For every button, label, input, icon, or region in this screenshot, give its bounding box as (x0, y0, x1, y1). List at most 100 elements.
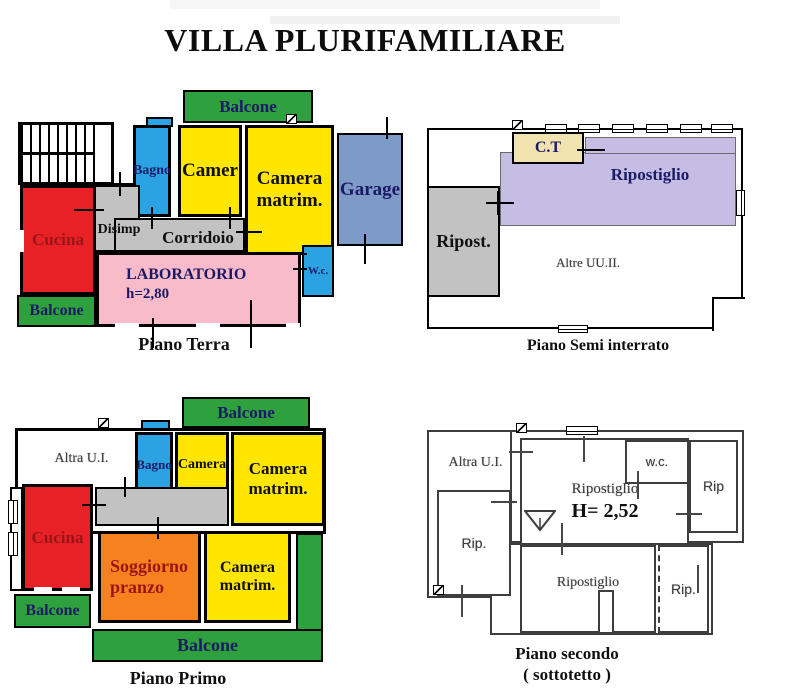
window-mark (612, 124, 634, 133)
room-label: Soggiorno pranzo (110, 556, 189, 597)
room-rip-bottom-right: Rip. (658, 545, 709, 633)
door-gap (115, 323, 139, 328)
room-rip-left: Rip. (437, 490, 511, 596)
window-mark (8, 532, 18, 556)
window-mark (680, 124, 702, 133)
dimension-tick (497, 191, 499, 215)
room-laboratorio (96, 252, 301, 327)
room-ripostiglio-fill-top (585, 137, 736, 154)
room-label: Rip. (671, 580, 696, 597)
dimension-tick (509, 451, 533, 453)
dimension-tick (637, 471, 639, 499)
door-gap (62, 587, 80, 593)
bagno-wall-tab (146, 117, 173, 127)
room-ripostiglio-fill (500, 152, 736, 226)
door-gap (286, 323, 300, 328)
room-cucina: Cucina (22, 484, 93, 591)
plan-caption-semi: Piano Semi interrato (526, 337, 670, 354)
room-label: Balcone (29, 301, 84, 319)
room-label: Balcone (25, 601, 80, 619)
altre-uu-label: Altre UU.II. (556, 255, 620, 270)
dimension-tick (577, 149, 605, 151)
room-soggiorno-pranzo: Soggiorno pranzo (98, 531, 201, 623)
building-outline-lower (490, 543, 713, 635)
room-label: Cucina (32, 230, 84, 250)
left-wall-strip (10, 487, 23, 591)
room-balcone-bottom: Balcone (92, 629, 323, 662)
dimension-tick (246, 221, 248, 243)
disimp-label: Disimp (97, 222, 141, 237)
balcone-right-strip (296, 533, 323, 662)
room-balcone-top: Balcone (183, 90, 313, 123)
laboratorio-height-label: h=2,80 (126, 286, 170, 302)
building-outline-left (427, 430, 512, 598)
dimension-tick (151, 207, 153, 229)
room-label: Camer (182, 160, 238, 182)
dimension-tick (561, 523, 563, 555)
door-gap (196, 323, 220, 328)
room-camera-matrim-bottom: Camera matrim. (204, 531, 291, 623)
window-mark (558, 325, 588, 333)
ripostiglio-label: Ripostiglio (610, 165, 690, 184)
dimension-tick (676, 513, 702, 515)
stair-landing-line (21, 151, 93, 155)
plan-caption-secondo-line1: Piano secondo (515, 644, 619, 663)
room-wc: W.c. (302, 245, 334, 297)
dimension-tick (157, 517, 159, 539)
room-label: W.c. (307, 264, 329, 277)
dimension-tick (293, 253, 307, 255)
window-mark (711, 124, 733, 133)
room-ct: C.T (512, 132, 584, 164)
height-label: H= 2,52 (571, 500, 639, 522)
altra-ui-label: Altra U.I. (448, 455, 503, 470)
window-mark (8, 500, 18, 524)
room-cucina: Cucina (20, 185, 96, 295)
room-label: Balcone (219, 96, 277, 116)
dimension-tick (486, 202, 514, 204)
room-camera-matrim: Camera matrim. (245, 125, 334, 255)
dimension-tick (697, 565, 699, 593)
dimension-tick (152, 318, 154, 348)
dimension-tick (229, 207, 231, 229)
room-label: Camera matrim. (256, 168, 323, 211)
dimension-tick (583, 436, 585, 462)
roof-hatch-icon (524, 510, 556, 532)
room-label: Ripost. (436, 231, 491, 252)
room-balcone-left: Balcone (14, 594, 91, 628)
dimension-tick (293, 268, 307, 270)
room-label: Camera (177, 457, 227, 473)
room-wc: w.c. (625, 440, 689, 484)
room-corridoio (114, 218, 245, 252)
room-camera: Camera (175, 432, 229, 499)
room-label: w.c. (645, 453, 669, 469)
corner-marker (286, 114, 297, 124)
corner-marker (512, 120, 523, 130)
corridoio-label: Corridoio (162, 228, 234, 247)
room-balcone-left: Balcone (17, 295, 96, 327)
plan-caption-secondo-line2: ( sottotetto ) (523, 665, 611, 684)
room-ripostiglio-bottom (520, 545, 656, 633)
room-bagno: Bagno (135, 432, 173, 499)
dimension-tick (250, 300, 252, 348)
window-mark (646, 124, 668, 133)
room-bagno: Bagno (133, 125, 171, 217)
room-label: Camera matrim. (248, 459, 308, 498)
window-mark (566, 426, 598, 435)
building-outline (427, 128, 743, 329)
dimension-tick (82, 504, 106, 506)
room-label: Bagno (132, 162, 172, 178)
stair-treads (21, 125, 95, 182)
room-balcone-top: Balcone (182, 397, 310, 428)
corner-marker (516, 423, 527, 433)
dimension-tick (74, 209, 104, 211)
room-ripost: Ripost. (427, 186, 500, 297)
page-title: VILLA PLURIFAMILIARE (164, 22, 566, 58)
plan-caption-terra: Piano Terra (138, 334, 230, 354)
outline-corner-notch (712, 297, 745, 331)
window-mark (545, 124, 567, 133)
room-label: Cucina (31, 527, 84, 547)
